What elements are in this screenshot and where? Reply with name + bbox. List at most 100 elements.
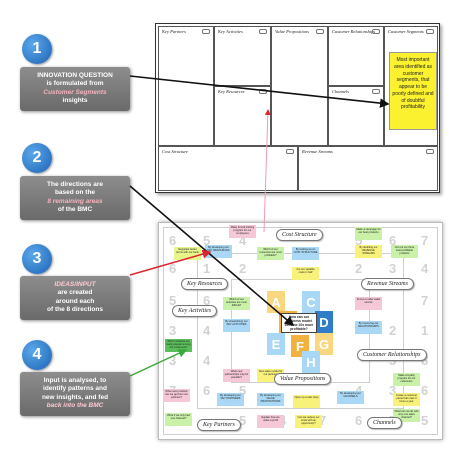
bmc-key-activities: Key Activities [214,26,271,86]
sticky-note[interactable]: By looking at our COST STRUCTURE [292,247,319,260]
board-ring-number: 7 [319,413,327,428]
board-ring-number: 7 [421,293,429,308]
sticky-note[interactable]: Negotiate better terms with our bank [174,247,201,260]
sticky-note[interactable]: What new products can we get from our pa… [163,389,190,402]
sticky-note[interactable]: Make a loyalty program for our customers [393,373,420,386]
board-ring-number: 1 [421,323,429,338]
sticky-note[interactable]: Which activities are really popular amon… [165,339,192,352]
direction-letter-h: H [302,351,320,373]
sticky-note[interactable]: By developing our VALUE PROPOSITIONS [257,393,284,406]
bmc-revenue-streams-title: Revenue Streams [302,149,333,154]
sticky-note[interactable]: Cut out our three least profitable produ… [391,245,418,258]
label-customer-relationships: Customer Relationships [357,349,427,361]
sticky-note[interactable]: By streamlining our KEY ACTIVITIES [223,319,250,332]
step-3-line2: around each [55,297,95,305]
board-ring-number: 3 [169,323,177,338]
board-ring-number: 4 [421,261,429,276]
board-ring-number: 4 [203,323,211,338]
step-1-number: 1 [22,34,52,64]
step-4-line1: Input is analysed, to [43,377,107,384]
step-2-line1: The directions are [47,181,103,188]
sticky-note[interactable]: By improving our RELATIONSHIPS [355,321,382,334]
heart-icon [372,29,380,34]
sticky-note[interactable]: Open up a web shop [293,395,320,408]
sticky-note[interactable]: Focus on after sales service [355,297,382,310]
sticky-note[interactable]: Which of our activities are most difficu… [223,297,250,310]
label-channels: Channels [367,417,402,429]
sticky-note[interactable]: By doubling our REVENUE STREAMS [355,245,382,258]
bmc-key-resources-title: Key Resources [218,89,245,94]
sticky-note[interactable]: Cut our variable costs in half [292,267,319,280]
money-bag-icon [426,149,434,154]
board-ring-number: 5 [239,413,247,428]
board-ring-number: 5 [239,383,247,398]
board-ring-number: 4 [203,353,211,368]
direction-letter-a: A [267,291,285,313]
checklist-icon [259,29,267,34]
board-ring-number: 2 [389,323,397,338]
sticky-note[interactable]: Make formal training program for our emp… [229,225,256,238]
step-4-line3: new insights, and fed [41,393,109,401]
step-1-line2: is formulated from [46,80,104,88]
step-1-highlight: Customer Segments [43,88,107,96]
step-1-line3: insights [62,97,88,105]
sticky-note[interactable]: Make a campaign for our best products [355,227,382,240]
truck-icon [372,89,380,94]
bmc-revenue-streams: Revenue Streams [298,146,438,191]
board-ring-number: 6 [169,261,177,276]
bmc-cost-structure-title: Cost Structure [162,149,188,154]
board-ring-number: 6 [389,233,397,248]
sticky-note[interactable]: Create a customer panel that meet 3 time… [393,393,420,406]
bmc-value-propositions: Value Propositions [271,26,328,146]
board-ring-number: 3 [169,353,177,368]
customer-segments-note: Most important area identified as custom… [389,52,437,130]
step-4-line2: identify patterns and [43,385,107,393]
board-ring-number: 6 [421,383,429,398]
bmc-cost-structure: Cost Structure [158,146,298,191]
bmc-value-propositions-title: Value Propositions [275,29,309,34]
direction-letter-e: E [267,333,285,355]
step-2-line3: of the BMC [57,206,93,214]
label-key-activities: Key Activities [172,305,218,317]
label-revenue-streams: Revenue Streams [361,278,414,290]
board-ring-number: 6 [169,233,177,248]
label-key-partners: Key Partners [197,419,241,431]
board-ring-number: 3 [389,261,397,276]
board-ring-number: 1 [203,261,211,276]
bmc-key-activities-title: Key Activities [218,29,243,34]
bmc-channels: Channels [328,86,384,146]
board-ring-number: 4 [355,383,362,398]
board-ring-number: 5 [355,233,363,248]
factory-icon [259,89,267,94]
sticky-note[interactable]: Can we reduce our costs with an opportun… [295,415,322,428]
step-2-number: 2 [22,143,52,173]
step-3-line3: of the 8 directions [47,306,103,314]
people-icon [426,29,434,34]
step-4-box: Input is analysed, to identify patterns … [20,372,130,416]
price-tag-icon [286,149,294,154]
sticky-note[interactable]: Which of our resources are most profitab… [257,247,284,260]
sticky-note[interactable]: By developing our CHANNELS [337,391,364,404]
sticky-note[interactable]: Explain how we make a profit [257,415,284,428]
board-ring-outer [163,227,438,435]
step-1-line1: INNOVATION QUESTION [37,72,113,79]
gift-icon [316,29,324,34]
direction-letter-d: D [315,311,333,333]
step-3-highlight: IDEAS/INPUT [54,281,96,288]
direction-letter-c: C [302,291,320,313]
bmc-customer-relationships: Customer Relationships [328,26,384,86]
sticky-note[interactable]: What if we only had one channel? [165,413,192,426]
sticky-note[interactable]: What new partnerships may be possible? [223,369,250,382]
sticky-note[interactable]: By developing our KEY RESOURCES [205,245,232,258]
board-ring-number: 2 [239,261,247,276]
bmc-customer-relationships-title: Customer Relationships [332,29,376,34]
direction-letter-g: G [315,333,333,355]
step-2-box: The directions are based on the 8 remain… [20,176,130,220]
board-ring-number: 7 [421,233,429,248]
label-key-resources: Key Resources [181,278,229,290]
sticky-note[interactable]: By developing our KEY PARTNERS [217,393,244,406]
step-2-highlight: 8 remaining areas [47,197,103,205]
step-3-number: 3 [22,244,52,274]
label-value-propositions: Value Propositions [274,373,332,385]
board-ring-number: 3 [389,383,397,398]
